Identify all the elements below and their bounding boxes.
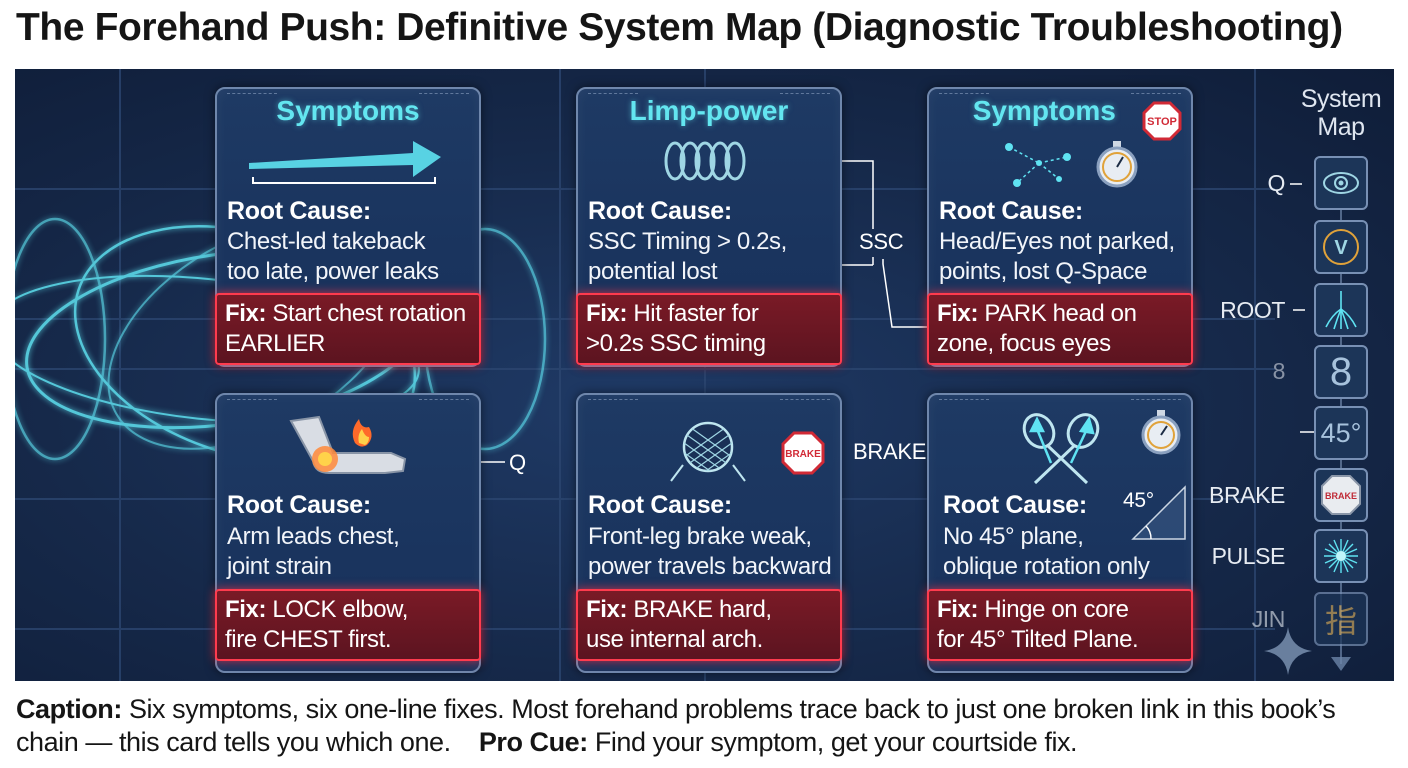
symptom-card-2[interactable]: Limp-power Root Cause: SSC Timing > 0.2s… bbox=[576, 87, 842, 367]
brake-annotation: BRAKE bbox=[853, 439, 927, 464]
fix-box: Fix: LOCK elbow, fire CHEST first. bbox=[215, 589, 481, 661]
eight-glyph: 8 bbox=[1329, 349, 1353, 394]
spring-coil-icon bbox=[664, 141, 746, 181]
roots-icon bbox=[1325, 291, 1357, 330]
fix-text: Hit faster for >0.2s SSC timing bbox=[586, 300, 766, 357]
pro-cue-text: Find your symptom, get your courtside fi… bbox=[587, 727, 1078, 757]
fix-text: Start chest rotation EARLIER bbox=[225, 300, 466, 357]
caption-label: Caption: bbox=[16, 694, 122, 724]
stop-sign-icon: STOP bbox=[1142, 101, 1182, 141]
rail-label-brake: BRAKE bbox=[1209, 482, 1285, 508]
fix-box: Fix: PARK head on zone, focus eyes bbox=[927, 293, 1193, 365]
ssc-annotation: SSC bbox=[859, 229, 904, 254]
v-badge-icon: V bbox=[1323, 229, 1359, 265]
stop-sign-text: STOP bbox=[1147, 116, 1177, 128]
fix-label: Fix: bbox=[586, 596, 628, 623]
q-annotation: Q bbox=[509, 450, 526, 475]
brake-sign-icon: BRAKE bbox=[781, 431, 825, 475]
root-cause-label: Root Cause: bbox=[227, 197, 371, 225]
symptom-card-1[interactable]: Symptoms Root Cause: Chest-led takeback … bbox=[215, 87, 481, 367]
down-arrow-icon bbox=[1331, 657, 1351, 671]
symptom-card-6[interactable]: 45° Root Cause: No 45° plane, oblique ro… bbox=[927, 393, 1193, 673]
caption: Caption: Six symptoms, six one-line fixe… bbox=[16, 693, 1401, 759]
stopwatch-icon bbox=[1096, 141, 1138, 188]
crossed-paddles-icon bbox=[1022, 413, 1100, 485]
root-cause-text: SSC Timing > 0.2s, potential lost bbox=[588, 228, 787, 285]
page-title: The Forehand Push: Definitive System Map… bbox=[16, 6, 1343, 49]
rail-node-8[interactable]: 8 bbox=[1314, 345, 1368, 399]
pro-cue-label: Pro Cue: bbox=[478, 727, 588, 757]
card-heading: Limp-power bbox=[629, 95, 789, 126]
fix-text: LOCK elbow, fire CHEST first. bbox=[225, 596, 409, 653]
rail-label-root: ROOT bbox=[1220, 297, 1285, 323]
pulse-burst-icon bbox=[1324, 539, 1358, 573]
rail-node-v[interactable]: V bbox=[1314, 220, 1368, 274]
root-cause-text: Head/Eyes not parked, points, lost Q-Spa… bbox=[939, 228, 1175, 285]
sore-elbow-icon bbox=[289, 415, 407, 474]
caption-text: Six symptoms, six one-line fixes. Most f… bbox=[16, 694, 1336, 757]
v-glyph: V bbox=[1334, 237, 1348, 259]
root-cause-label: Root Cause: bbox=[939, 197, 1083, 225]
fix-label: Fix: bbox=[937, 596, 979, 623]
angle-triangle-icon bbox=[1131, 485, 1186, 540]
ball-net-icon bbox=[670, 421, 746, 482]
rail-node-root[interactable] bbox=[1314, 283, 1368, 337]
angle-glyph: 45° bbox=[1320, 417, 1362, 448]
root-cause-text: Front-leg brake weak, power travels back… bbox=[588, 523, 832, 580]
system-map-title: System Map bbox=[1300, 85, 1382, 141]
root-cause-label: Root Cause: bbox=[588, 197, 732, 225]
rail-node-q[interactable] bbox=[1314, 156, 1368, 210]
symptom-card-5[interactable]: BRAKE Root Cause: Front-leg brake weak, … bbox=[576, 393, 842, 673]
fix-box: Fix: Hit faster for >0.2s SSC timing bbox=[576, 293, 842, 365]
root-cause-text: No 45° plane, oblique rotation only bbox=[943, 523, 1150, 580]
root-cause-label: Root Cause: bbox=[227, 491, 371, 519]
stopwatch-icon bbox=[1141, 410, 1181, 455]
sparkle-icon bbox=[1264, 627, 1312, 675]
eye-scatter-icon bbox=[1005, 143, 1071, 187]
fix-box: Fix: Hinge on core for 45° Tilted Plane. bbox=[927, 589, 1193, 661]
arrow-icon bbox=[249, 141, 441, 184]
rail-label-pulse: PULSE bbox=[1211, 543, 1286, 569]
fix-label: Fix: bbox=[937, 300, 979, 327]
rail-label-jin: JIN bbox=[1251, 606, 1286, 632]
symptom-card-4[interactable]: Root Cause: Arm leads chest, joint strai… bbox=[215, 393, 481, 673]
jin-glyph: 指 bbox=[1324, 602, 1357, 640]
rail-node-pulse[interactable] bbox=[1314, 529, 1368, 583]
brake-sign-icon: BRAKE bbox=[1321, 475, 1361, 515]
rail-label-8: 8 bbox=[1272, 358, 1286, 384]
fix-box: Fix: BRAKE hard, use internal arch. bbox=[576, 589, 842, 661]
symptom-card-3[interactable]: Symptoms STOP Root Cause: Head/Eyes not … bbox=[927, 87, 1193, 367]
root-cause-text: Chest-led takeback too late, power leaks bbox=[227, 228, 439, 285]
brake-sign-text: BRAKE bbox=[785, 449, 821, 460]
root-cause-label: Root Cause: bbox=[943, 491, 1087, 519]
fix-label: Fix: bbox=[586, 300, 628, 327]
eye-icon bbox=[1323, 172, 1359, 194]
rail-label-q: Q bbox=[1267, 170, 1286, 196]
rail-node-brake[interactable]: BRAKE bbox=[1314, 468, 1368, 522]
fix-label: Fix: bbox=[225, 300, 267, 327]
root-cause-text: Arm leads chest, joint strain bbox=[227, 523, 400, 580]
fix-text: PARK head on zone, focus eyes bbox=[937, 300, 1137, 357]
card-heading: Symptoms bbox=[276, 95, 420, 126]
fix-box: Fix: Start chest rotation EARLIER bbox=[215, 293, 481, 365]
system-map-board: Symptoms Root Cause: Chest-led takeback … bbox=[15, 69, 1394, 681]
root-cause-label: Root Cause: bbox=[588, 491, 732, 519]
fix-text: Hinge on core for 45° Tilted Plane. bbox=[937, 596, 1139, 653]
brake-glyph: BRAKE bbox=[1325, 491, 1357, 501]
rail-node-45[interactable]: 45° bbox=[1314, 406, 1368, 460]
angle-label: 45° bbox=[1123, 489, 1154, 512]
card-heading: Symptoms bbox=[972, 95, 1116, 126]
fix-text: BRAKE hard, use internal arch. bbox=[586, 596, 772, 653]
fix-label: Fix: bbox=[225, 596, 267, 623]
rail-node-jin[interactable]: 指 bbox=[1314, 592, 1368, 646]
